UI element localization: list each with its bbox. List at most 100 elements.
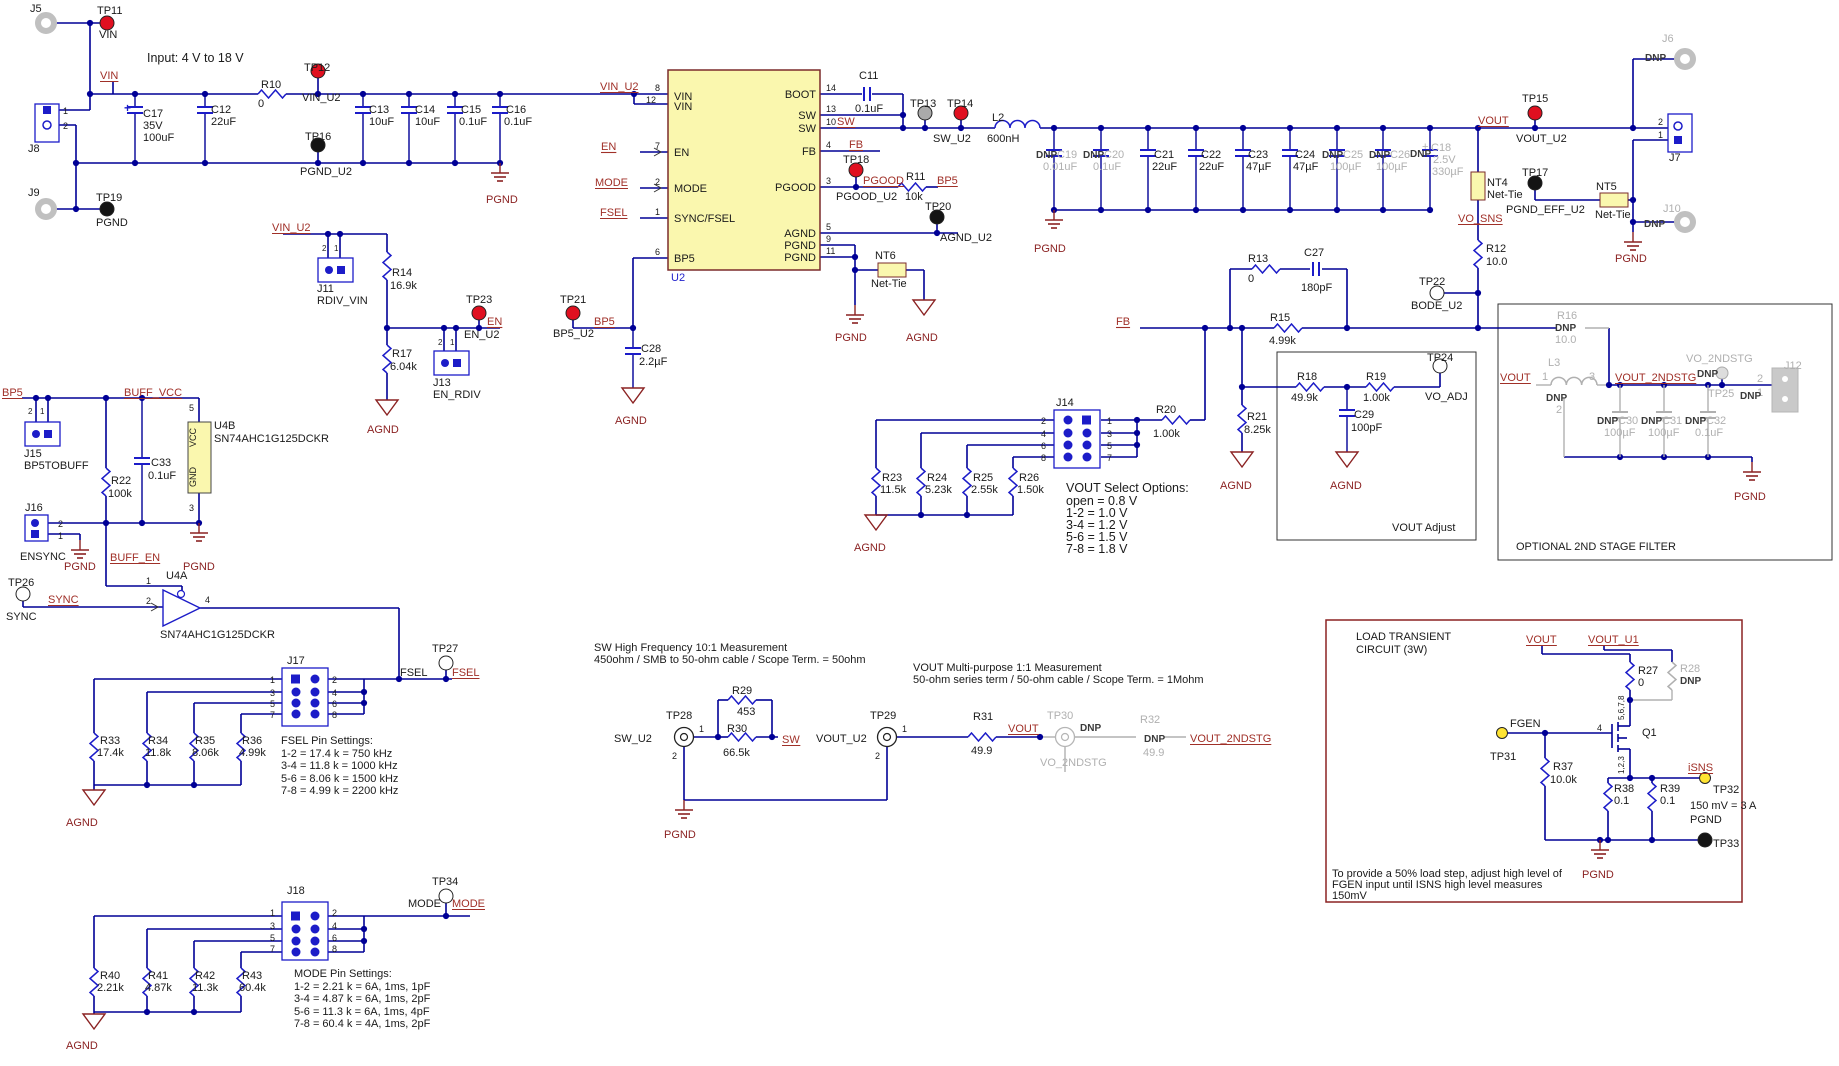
header-j7[interactable] — [1667, 113, 1693, 153]
label-7-8-1.8-v-feedback48: 7-8 = 1.8 V — [1066, 542, 1128, 556]
testpoint-TP26[interactable] — [15, 586, 31, 602]
testpoint-TP32-ISNS[interactable] — [1699, 772, 1711, 784]
pad-j5[interactable] — [35, 12, 57, 34]
resistor-symbol[interactable] — [727, 694, 757, 706]
testpoint-TP19[interactable] — [99, 201, 115, 217]
header-j17-pin — [310, 687, 320, 697]
testpoint-TP25-dnp[interactable] — [1715, 366, 1729, 380]
testpoint-TP16[interactable] — [310, 137, 326, 153]
resistor-symbol[interactable] — [1472, 239, 1484, 269]
label-5-fsel3: 5 — [270, 699, 275, 709]
label-2-measurements17: 2 — [875, 751, 880, 761]
ic-u2[interactable] — [667, 69, 821, 271]
resistor-symbol[interactable] — [1236, 404, 1248, 434]
resistor-symbol[interactable] — [1273, 322, 1303, 334]
resistor-symbol[interactable] — [1666, 661, 1678, 691]
resistor-symbol[interactable] — [1624, 661, 1636, 691]
testpoint-TP13[interactable] — [917, 105, 933, 121]
resistor-symbol[interactable] — [915, 467, 927, 497]
header-j14[interactable] — [1053, 409, 1101, 469]
header-j11[interactable] — [317, 257, 354, 283]
resistor-symbol[interactable] — [381, 251, 393, 281]
resistor-symbol[interactable] — [235, 732, 247, 762]
junction-dot — [360, 925, 368, 933]
testpoint-TP12[interactable] — [310, 63, 326, 79]
label-8-mode8: 8 — [332, 944, 337, 954]
testpoint-TP11[interactable] — [99, 15, 115, 31]
resistor-symbol[interactable] — [727, 731, 757, 743]
testpoint-TP15[interactable] — [1527, 105, 1543, 121]
testpoint-TP34[interactable] — [438, 888, 454, 904]
header-j15[interactable] — [24, 421, 61, 447]
label-100uf-input14: 100uF — [143, 132, 174, 144]
resistor-symbol[interactable] — [1539, 757, 1551, 787]
resistor-symbol[interactable] — [257, 88, 287, 100]
resistor-symbol[interactable] — [870, 467, 882, 497]
resistor-symbol[interactable] — [961, 467, 973, 497]
testpoint-TP27[interactable] — [438, 655, 454, 671]
nettie-nt5[interactable] — [1599, 192, 1629, 208]
header-j16[interactable] — [24, 514, 49, 542]
net-label-sync-sync_buffer2: SYNC — [48, 594, 79, 606]
buffer-u4a[interactable] — [162, 588, 202, 628]
label-1-fsel1: 1 — [270, 675, 275, 685]
resistor-symbol[interactable] — [967, 731, 997, 743]
testpoint-TP14[interactable] — [953, 105, 969, 121]
resistor-symbol[interactable] — [235, 967, 247, 997]
junction-dot — [475, 324, 483, 332]
nettie-nt6[interactable] — [877, 262, 907, 278]
resistor-symbol[interactable] — [100, 467, 112, 497]
resistor-symbol[interactable] — [88, 967, 100, 997]
resistor-symbol[interactable] — [1007, 467, 1019, 497]
label-r39-load_transient18: R39 — [1660, 783, 1680, 795]
testpoint-TP23[interactable] — [471, 305, 487, 321]
label-tp15-output27: TP15 — [1522, 93, 1548, 105]
inductor-symbol[interactable] — [994, 119, 1041, 129]
label-12-converter2: 12 — [646, 95, 656, 105]
pad-j6[interactable] — [1674, 48, 1696, 70]
header-j18-pin — [310, 924, 320, 934]
pad-j10[interactable] — [1674, 211, 1696, 233]
ground-label-agnd-converter53: AGND — [906, 332, 938, 344]
label-c12-input15: C12 — [211, 104, 231, 116]
testpoint-TP18[interactable] — [848, 162, 864, 178]
header-j17[interactable] — [281, 667, 329, 727]
resistor-symbol[interactable] — [1251, 263, 1281, 275]
inductor-symbol[interactable] — [1550, 376, 1598, 386]
resistor-symbol[interactable] — [1365, 381, 1395, 393]
testpoint-TP24[interactable] — [1432, 358, 1448, 374]
header-j12-dnp[interactable] — [1771, 367, 1799, 413]
label-sw-converter19: SW — [798, 123, 816, 135]
resistor-symbol[interactable] — [897, 181, 927, 193]
header-j18[interactable] — [281, 901, 329, 961]
label-1-filter213: 1 — [1757, 387, 1763, 399]
resistor-symbol[interactable] — [1646, 782, 1658, 812]
resistor-symbol[interactable] — [1295, 381, 1325, 393]
label-fgen-load_transient12: FGEN — [1510, 718, 1541, 730]
junction-dot — [1226, 324, 1234, 332]
resistor-symbol[interactable] — [88, 732, 100, 762]
header-j8[interactable] — [34, 103, 60, 143]
ic-u4b[interactable] — [187, 421, 212, 494]
nettie-nt4[interactable] — [1470, 171, 1486, 201]
testpoint-TP20[interactable] — [929, 209, 945, 225]
label-tp29-measurements14: TP29 — [870, 710, 896, 722]
label-8.25k-feedback21: 8.25k — [1244, 424, 1271, 436]
resistor-symbol[interactable] — [141, 967, 153, 997]
testpoint-TP17[interactable] — [1527, 175, 1543, 191]
resistor-symbol[interactable] — [188, 967, 200, 997]
resistor-symbol[interactable] — [1602, 782, 1614, 812]
testpoint-TP22[interactable] — [1429, 285, 1445, 301]
testpoint-TP31-FGEN[interactable] — [1496, 727, 1508, 739]
label-c13-input23: C13 — [369, 104, 389, 116]
resistor-symbol[interactable] — [381, 344, 393, 374]
label-2-output42: 2 — [1658, 117, 1663, 127]
pad-j9[interactable] — [35, 198, 57, 220]
testpoint-TP21[interactable] — [565, 305, 581, 321]
resistor-symbol[interactable] — [1161, 414, 1191, 426]
junction-dot — [442, 675, 450, 683]
testpoint-TP33[interactable] — [1697, 832, 1713, 848]
header-j13[interactable] — [433, 350, 470, 376]
resistor-symbol[interactable] — [188, 732, 200, 762]
resistor-symbol[interactable] — [141, 732, 153, 762]
